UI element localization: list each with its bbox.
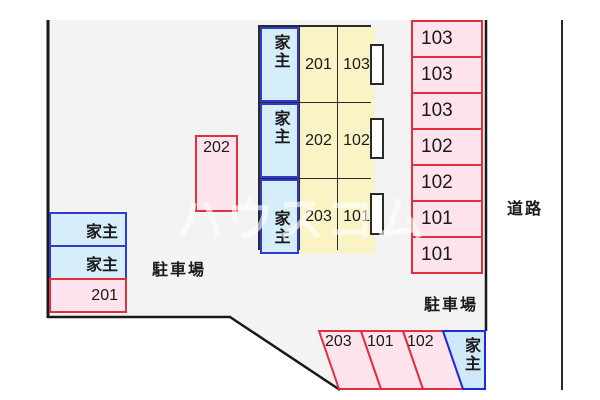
boundary-diagonal [229,315,341,392]
parking-stall: 102 [411,164,483,202]
entry-notch-3 [370,193,384,235]
parking-stall: 101 [411,200,483,238]
bottom-stall-label: 102 [407,333,434,350]
parking-stall: 103 [411,20,483,58]
parking-stall: 103 [411,92,483,130]
left-stack: 家主 家主 201 [49,212,127,313]
bottom-stall-label: 203 [325,333,352,350]
building-owner-cell-2: 家主 [260,103,299,178]
building-unit-101: 101 [338,179,375,254]
building-unit-203: 203 [300,179,337,254]
road-label: 道路 [507,201,544,218]
bottom-stall-owner [441,330,486,390]
unit-label: 103 [343,55,370,73]
owner-space: 家主 [49,245,127,280]
unit-label: 203 [305,207,332,225]
bottom-owner-space: 家主 [459,337,481,387]
building-owner-cell-1: 家主 [260,27,299,102]
parking-stall-202: 202 [195,135,238,212]
bottom-stall-label: 101 [367,333,394,350]
entry-notch-2 [370,118,384,159]
entry-notch-1 [370,44,384,85]
unit-label: 101 [343,207,370,225]
unit-label: 201 [305,55,332,73]
building-unit-201: 201 [300,27,337,102]
owner-label: 家主 [462,337,479,373]
parking-stall: 201 [49,278,127,313]
building-unit-202: 202 [300,103,337,178]
owner-label: 家主 [271,110,289,146]
building-owner-cell-3: 家主 [260,179,299,254]
parking-stall: 101 [411,236,483,274]
owner-label: 家主 [271,210,289,246]
building-unit-102: 102 [338,103,375,178]
right-parking-column: 103 103 103 102 102 101 101 [411,20,483,274]
parking-stall: 103 [411,56,483,94]
building-block: 家主 201 103 家主 202 102 家主 203 101 [258,25,375,254]
parking-stall: 102 [411,128,483,166]
owner-space: 家主 [49,212,127,247]
parking-area-label-left: 駐車場 [152,262,207,279]
owner-label: 家主 [271,34,289,70]
parking-area-label-right: 駐車場 [424,297,479,314]
unit-label: 202 [305,131,332,149]
building-unit-103: 103 [338,27,375,102]
unit-label: 102 [343,131,370,149]
